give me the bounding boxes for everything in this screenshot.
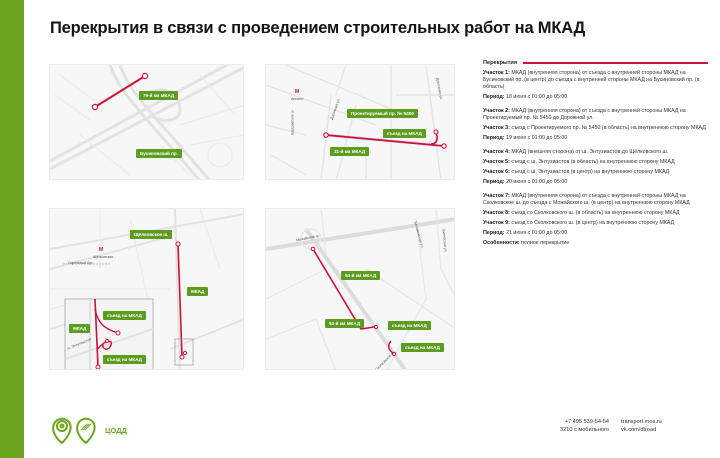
period-text: 18 июня с 01:00 до 05:00: [504, 94, 568, 100]
period-key: Период:: [483, 135, 505, 141]
metro-icon: М: [99, 247, 104, 253]
closures-heading: Перекрытия: [483, 60, 708, 66]
map-label-proektiruemy: Проектируемый пр. № 5450: [347, 109, 418, 118]
section-2: Участок 2: МКАД (внутренняя сторона) от …: [483, 108, 708, 122]
period-1: Период: 18 июня с 01:00 до 05:00: [483, 94, 708, 101]
map-section-3: М Щёлковская Сиреневый бул. ш. Энтузиаст…: [49, 208, 244, 370]
vk-link[interactable]: vk.com/dtroad: [621, 427, 657, 433]
section-6: Участок 6: съезд с ш. Энтузиастов (в цен…: [483, 169, 708, 176]
section-text: МКАД (внешняя сторона) от ш. Энтузиастов…: [509, 149, 669, 155]
section-1: Участок 1: МКАД (внутренняя сторона) от …: [483, 70, 708, 91]
map-label-exit-mkad: съезд на МКАД: [388, 321, 431, 330]
website-link[interactable]: transport.mos.ru: [621, 419, 662, 425]
period-key: Период:: [483, 94, 505, 100]
map-label-shchelkovskoe: Щёлковское ш.: [130, 230, 173, 239]
brand-side-bar: [0, 0, 24, 458]
street-label: Сиреневый бул.: [68, 261, 94, 265]
section-text: МКАД (внутренняя сторона) от съезда с вн…: [483, 108, 686, 121]
section-key: Участок 7:: [483, 193, 510, 199]
map-label-exit-mkad: съезд на МКАД: [103, 311, 146, 320]
section-text: съезд со Сколковского ш. (в центр) на вн…: [509, 220, 675, 226]
road-network-graphic: [266, 65, 454, 179]
section-key: Участок 5:: [483, 159, 510, 165]
period-text: 20 июня с 01:00 до 05:00: [504, 179, 568, 185]
map-label-mkad: МКАД: [187, 287, 209, 296]
section-8: Участок 8: съезд со Сколковского ш. (в о…: [483, 210, 708, 217]
section-9: Участок 9: съезд со Сколковского ш. (в ц…: [483, 220, 708, 227]
section-text: съезд с Проектируемого пр. № 5450 (в обл…: [509, 125, 706, 131]
codd-logo-text: ЦОДД: [105, 425, 127, 435]
section-key: Участок 6:: [483, 169, 510, 175]
page-title: Перекрытия в связи с проведением строите…: [50, 19, 586, 37]
road-network-graphic: [50, 65, 243, 179]
metro-station-label: Щёлковская: [93, 255, 114, 259]
metro-station-label: Аннино: [291, 97, 304, 101]
period-4: Период: 21 июня с 01:00 до 05:00: [483, 230, 708, 237]
section-key: Участок 8:: [483, 210, 510, 216]
closures-info-panel: Перекрытия Участок 1: МКАД (внутренняя с…: [483, 60, 708, 250]
map-label-79km: 79-й км МКАД: [139, 91, 179, 100]
map-section-4: Можайское ш. Беловежская ул. Витебская у…: [265, 208, 455, 370]
period-2: Период: 19 июня с 01:00 до 05:00: [483, 135, 708, 142]
map-label-exit-mkad: съезд на МКАД: [401, 343, 444, 352]
section-key: Участок 1:: [483, 70, 510, 76]
metro-icon: М: [295, 89, 300, 95]
section-text: МКАД (внутренняя сторона) от съезда с вн…: [483, 193, 690, 206]
section-key: Участок 3:: [483, 125, 510, 131]
closures-heading-text: Перекрытия: [483, 60, 518, 66]
features: Особенности: полное перекрытие: [483, 240, 708, 247]
map-label-exit-mkad: съезд на МКАД: [103, 355, 146, 364]
contacts: +7 495 539-54-54 3210 с мобильного trans…: [560, 418, 662, 434]
heading-rule: [523, 62, 708, 64]
section-key: Участок 4:: [483, 149, 510, 155]
period-text: 21 июня с 01:00 до 05:00: [504, 230, 568, 236]
features-text: полное перекрытие: [519, 240, 570, 246]
map-label-mkad-inset: МКАД: [69, 324, 91, 333]
street-label: Варшавское ш.: [290, 109, 295, 135]
road-network-graphic: [266, 209, 454, 369]
phone-number: +7 495 539-54-54: [564, 419, 610, 425]
section-3: Участок 3: съезд с Проектируемого пр. № …: [483, 125, 708, 132]
map-section-2: М Аннино Варшавское ш. Дорожная ул. Доро…: [265, 64, 455, 180]
codd-logo-icon: [52, 417, 96, 444]
section-7: Участок 7: МКАД (внутренняя сторона) от …: [483, 193, 708, 207]
map-label-businovsky: Бусиновский пр.: [136, 149, 182, 158]
section-key: Участок 9:: [483, 220, 510, 226]
map-label-31km: 31-й км МКАД: [330, 147, 370, 156]
section-text: МКАД (внутренняя сторона) от съезда с вн…: [483, 70, 700, 90]
map-label-53km: 53-й км МКАД: [325, 319, 365, 328]
section-key: Участок 2:: [483, 108, 510, 114]
codd-logo: ЦОДД: [50, 414, 127, 446]
features-key: Особенности:: [483, 240, 520, 246]
period-key: Период:: [483, 179, 505, 185]
section-5: Участок 5: съезд с ш. Энтузиастов (в обл…: [483, 159, 708, 166]
map-label-54km: 54-й км МКАД: [341, 271, 381, 280]
map-label-exit-mkad: съезд на МКАД: [383, 129, 426, 138]
period-key: Период:: [483, 230, 505, 236]
section-4: Участок 4: МКАД (внешняя сторона) от ш. …: [483, 149, 708, 156]
mobile-short-number: 3210 с мобильного: [560, 427, 610, 433]
map-section-1: 79-й км МКАД Бусиновский пр.: [49, 64, 244, 180]
section-text: съезд со Сколковского ш. (в область) на …: [509, 210, 680, 216]
section-text: съезд с ш. Энтузиастов (в центр) на внут…: [509, 169, 670, 175]
section-text: съезд с ш. Энтузиастов (в область) на вн…: [509, 159, 675, 165]
period-3: Период: 20 июня с 01:00 до 05:00: [483, 179, 708, 186]
period-text: 19 июня с 01:00 до 05:00: [504, 135, 568, 141]
